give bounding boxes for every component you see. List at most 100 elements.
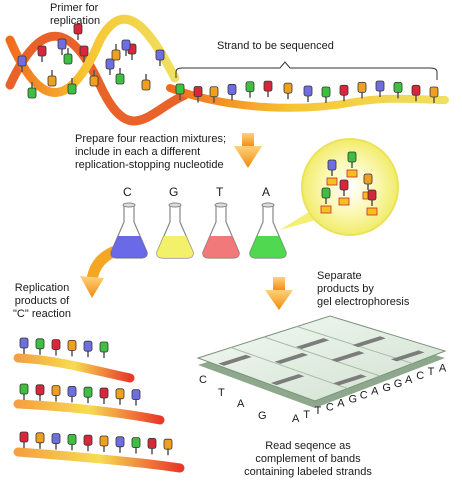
helix-strand-back [5, 31, 190, 126]
labeled-nucleotide [339, 179, 349, 196]
helix-nucleotide [67, 78, 77, 95]
tube-letter-c: C [123, 185, 132, 199]
product-nucleotide [19, 383, 29, 400]
strand-nucleotide [375, 80, 385, 98]
labeled-nucleotide [363, 173, 373, 190]
helix-nucleotide [89, 70, 99, 87]
helix-nucleotide [155, 49, 165, 66]
replication-products [13, 337, 185, 473]
gel-band [352, 336, 386, 348]
product-nucleotide [163, 438, 173, 456]
helix-nucleotides [17, 23, 165, 99]
sequence-letter: A [337, 397, 345, 409]
product-nucleotide [115, 436, 125, 453]
product-nucleotide [83, 340, 93, 358]
gel-band [274, 352, 309, 364]
product-nucleotide [131, 437, 141, 454]
primer-label: Primer for replication [50, 2, 101, 27]
product-nucleotide [19, 431, 29, 448]
strand-nucleotide [193, 86, 203, 103]
gel-lane-letter: C [199, 374, 207, 386]
gel-band [390, 350, 425, 362]
product-nucleotide [99, 435, 109, 452]
product-nucleotide [99, 341, 109, 358]
product-nucleotide [83, 386, 93, 404]
strand-nucleotide [303, 85, 313, 102]
helix-nucleotide [141, 74, 151, 91]
sequence-letter: A [405, 374, 413, 386]
sequence-letter: T [315, 405, 322, 417]
flask-t [202, 202, 240, 259]
helix-nucleotide [27, 82, 37, 99]
gel-lane-letter: A [237, 398, 245, 410]
arrow-down-2 [265, 277, 293, 310]
replication-products-label: Replication products of "C" reaction [13, 282, 71, 320]
gel-lane-letters: CTA G [199, 374, 267, 422]
sequence-letter: T [303, 409, 310, 421]
sequence-letter: C [326, 401, 334, 413]
helix-nucleotide [105, 58, 115, 75]
strand-nucleotide [411, 84, 421, 102]
gel-band [295, 338, 330, 350]
strand-nucleotide [245, 81, 255, 98]
product-nucleotide [99, 387, 109, 404]
strand-nucleotide [175, 83, 185, 100]
tube-letter-a: A [262, 185, 271, 199]
strand-nucleotide [393, 81, 403, 99]
strand-label: Strand to be sequenced [217, 40, 334, 52]
sequence-letter: T [428, 366, 435, 378]
flask-c [110, 202, 148, 259]
product-nucleotide [35, 338, 45, 355]
helix-nucleotide [111, 44, 121, 61]
label-tag [338, 197, 350, 206]
gel-band [270, 374, 305, 386]
helix-nucleotide [17, 55, 27, 72]
product-nucleotide [19, 337, 29, 354]
label-tag [366, 207, 378, 216]
helix-nucleotide [79, 45, 89, 62]
gel-band [218, 354, 252, 366]
helix-nucleotide [73, 23, 83, 40]
helix-nucleotide [57, 38, 67, 55]
helix-nucleotide [47, 70, 57, 87]
strand-nucleotides [175, 80, 439, 103]
gel-lane-divider [263, 336, 381, 377]
sequence-letter: G [382, 382, 391, 394]
arrow-down-1 [234, 133, 262, 168]
labeled-nucleotides [320, 151, 378, 216]
strand-nucleotide [429, 86, 439, 103]
strand-nucleotide [209, 86, 219, 103]
product-nucleotide [51, 433, 61, 450]
product-nucleotide [83, 434, 93, 452]
helix-nucleotide [63, 48, 73, 65]
product-nucleotide [67, 339, 77, 357]
strand-nucleotide [227, 84, 237, 101]
product-nucleotide [51, 339, 61, 356]
product-nucleotide [115, 388, 125, 405]
sequence-letter: G [394, 378, 403, 390]
gel-lane-letter: T [218, 387, 225, 399]
label-tag [320, 205, 332, 214]
gel-lane-letter: G [258, 410, 267, 422]
strand-nucleotide [263, 80, 273, 98]
product-nucleotide [131, 389, 141, 406]
product-nucleotide [35, 432, 45, 449]
strand-nucleotide [357, 81, 367, 99]
sequence-letter: A [292, 413, 300, 425]
product-nucleotide [67, 433, 77, 451]
strand-nucleotide [283, 82, 293, 100]
label-tag [326, 177, 338, 186]
separate-label: Separate products by gel electrophoresis [317, 270, 410, 308]
product-nucleotide [51, 385, 61, 402]
read-sequence-label: Read seqence as complement of bands cont… [244, 440, 372, 478]
labeled-nucleotide [321, 187, 331, 204]
labeled-nucleotide [347, 151, 357, 168]
strand-nucleotide [321, 86, 331, 103]
gel-band [333, 374, 367, 386]
nucleotide-callout [280, 138, 399, 236]
strand-nucleotide [339, 84, 349, 102]
gel-bands [218, 336, 425, 386]
